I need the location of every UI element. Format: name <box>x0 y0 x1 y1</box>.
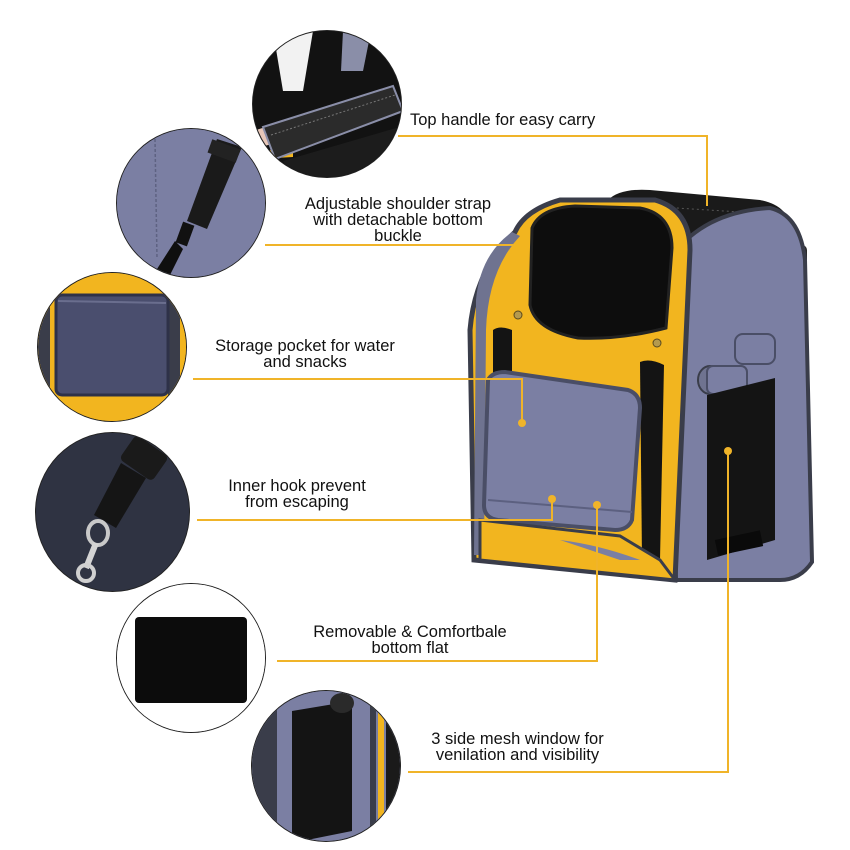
detail-circle-shoulder-strap <box>116 128 266 278</box>
detail-circle-top-handle <box>252 30 402 178</box>
feature-label-storage-pocket: Storage pocket for water and snacks <box>215 337 395 371</box>
feature-label-bottom-flat: Removable & Comfortbale bottom flat <box>313 623 507 657</box>
detail-circle-bottom-flat <box>116 583 266 733</box>
feature-label-mesh-window: 3 side mesh window for venilation and vi… <box>431 730 604 764</box>
pocket-icon <box>38 273 186 421</box>
detail-circle-mesh-window <box>251 690 401 842</box>
fleece-pad-icon <box>117 584 265 732</box>
strap-buckle-icon <box>117 129 265 277</box>
mesh-window-icon <box>252 691 400 841</box>
feature-label-inner-hook: Inner hook prevent from escaping <box>228 477 366 511</box>
feature-label-top-handle: Top handle for easy carry <box>410 111 596 129</box>
feature-label-shoulder-strap: Adjustable shoulder strap with detachabl… <box>304 195 492 245</box>
handle-velcro-icon <box>253 31 401 177</box>
detail-circle-storage-pocket <box>37 272 187 422</box>
detail-circle-inner-hook <box>35 432 190 592</box>
snap-hook-icon <box>36 433 189 591</box>
